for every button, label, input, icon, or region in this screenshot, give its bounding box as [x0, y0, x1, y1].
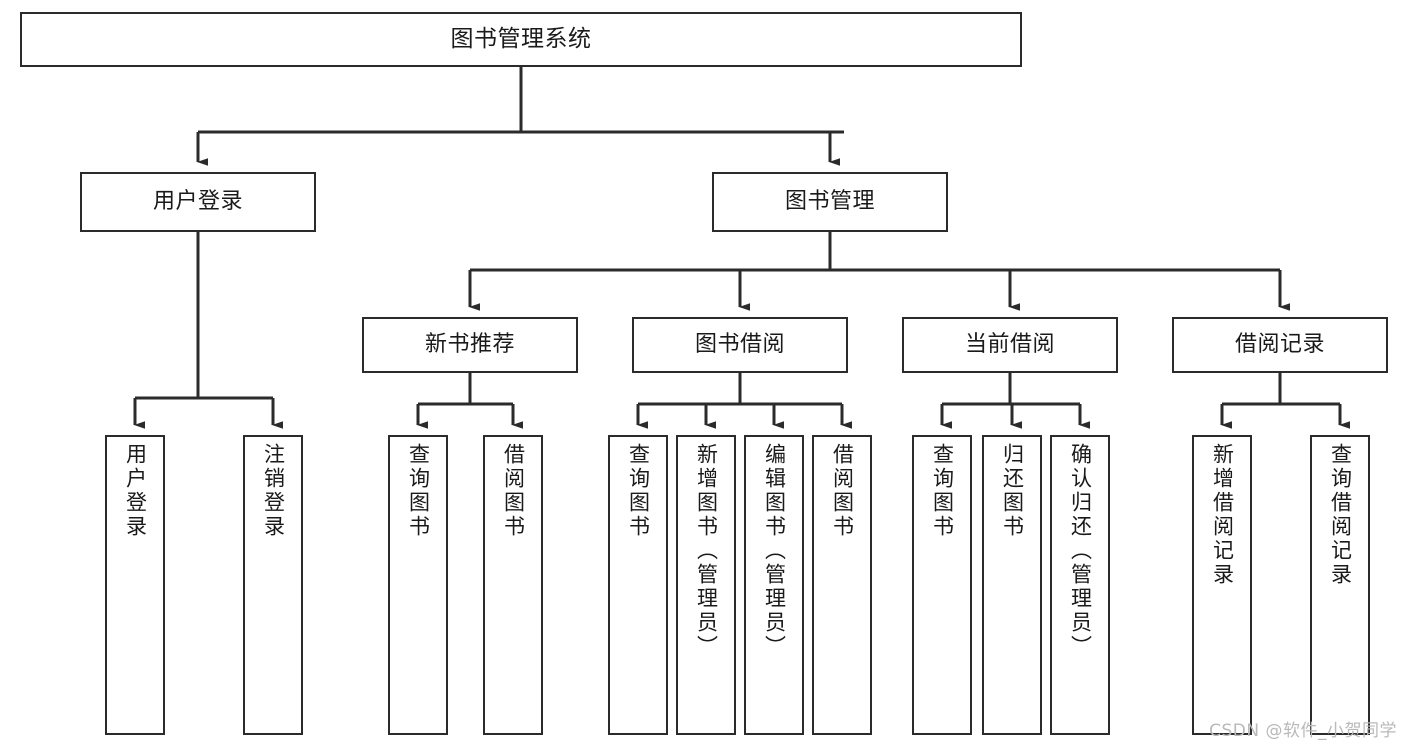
leaf-user-login-logout-label: 注销登录 — [261, 443, 286, 539]
leaf-user-login-login-label: 用户登录 — [123, 443, 148, 539]
leaf-book-borrow-add[interactable]: 新增图书（管理员） — [676, 435, 736, 735]
leaf-borrow-record-query-label: 查询借阅记录 — [1328, 443, 1353, 587]
node-book-borrow-label: 图书借阅 — [694, 332, 785, 358]
leaf-current-borrow-return[interactable]: 归还图书 — [982, 435, 1042, 735]
leaf-book-borrow-borrow[interactable]: 借阅图书 — [812, 435, 872, 735]
leaf-new-book-query[interactable]: 查询图书 — [388, 435, 448, 735]
node-current-borrow-label: 当前借阅 — [964, 332, 1055, 358]
leaf-new-book-query-label: 查询图书 — [406, 443, 431, 539]
csdn-watermark: CSDN @软件_小贺同学 — [1209, 721, 1397, 741]
leaf-current-borrow-query-label: 查询图书 — [930, 443, 955, 539]
node-root-system-label: 图书管理系统 — [450, 25, 592, 52]
node-book-management-label: 图书管理 — [784, 189, 875, 215]
leaf-book-borrow-query[interactable]: 查询图书 — [608, 435, 668, 735]
leaf-new-book-borrow-label: 借阅图书 — [501, 443, 526, 539]
node-book-management[interactable]: 图书管理 — [712, 172, 948, 232]
leaf-book-borrow-borrow-label: 借阅图书 — [830, 443, 855, 539]
node-current-borrow[interactable]: 当前借阅 — [902, 317, 1118, 373]
leaf-user-login-logout[interactable]: 注销登录 — [243, 435, 303, 735]
node-book-borrow[interactable]: 图书借阅 — [632, 317, 848, 373]
node-root-system[interactable]: 图书管理系统 — [20, 12, 1022, 67]
node-borrow-record-label: 借阅记录 — [1234, 332, 1325, 358]
leaf-book-borrow-query-label: 查询图书 — [626, 443, 651, 539]
leaf-current-borrow-confirm-return-label: 确认归还（管理员） — [1068, 443, 1093, 659]
leaf-user-login-login[interactable]: 用户登录 — [105, 435, 165, 735]
leaf-current-borrow-return-label: 归还图书 — [1000, 443, 1025, 539]
leaf-current-borrow-query[interactable]: 查询图书 — [912, 435, 972, 735]
node-new-book-recommend-label: 新书推荐 — [424, 332, 515, 358]
leaf-book-borrow-add-label: 新增图书（管理员） — [694, 443, 719, 659]
leaf-book-borrow-edit[interactable]: 编辑图书（管理员） — [744, 435, 804, 735]
leaf-borrow-record-query[interactable]: 查询借阅记录 — [1310, 435, 1370, 735]
leaf-borrow-record-add-label: 新增借阅记录 — [1210, 443, 1235, 587]
node-new-book-recommend[interactable]: 新书推荐 — [362, 317, 578, 373]
node-user-login-label: 用户登录 — [152, 189, 243, 215]
leaf-borrow-record-add[interactable]: 新增借阅记录 — [1192, 435, 1252, 735]
node-user-login[interactable]: 用户登录 — [80, 172, 316, 232]
leaf-book-borrow-edit-label: 编辑图书（管理员） — [762, 443, 787, 659]
leaf-current-borrow-confirm-return[interactable]: 确认归还（管理员） — [1050, 435, 1110, 735]
leaf-new-book-borrow[interactable]: 借阅图书 — [483, 435, 543, 735]
node-borrow-record[interactable]: 借阅记录 — [1172, 317, 1388, 373]
